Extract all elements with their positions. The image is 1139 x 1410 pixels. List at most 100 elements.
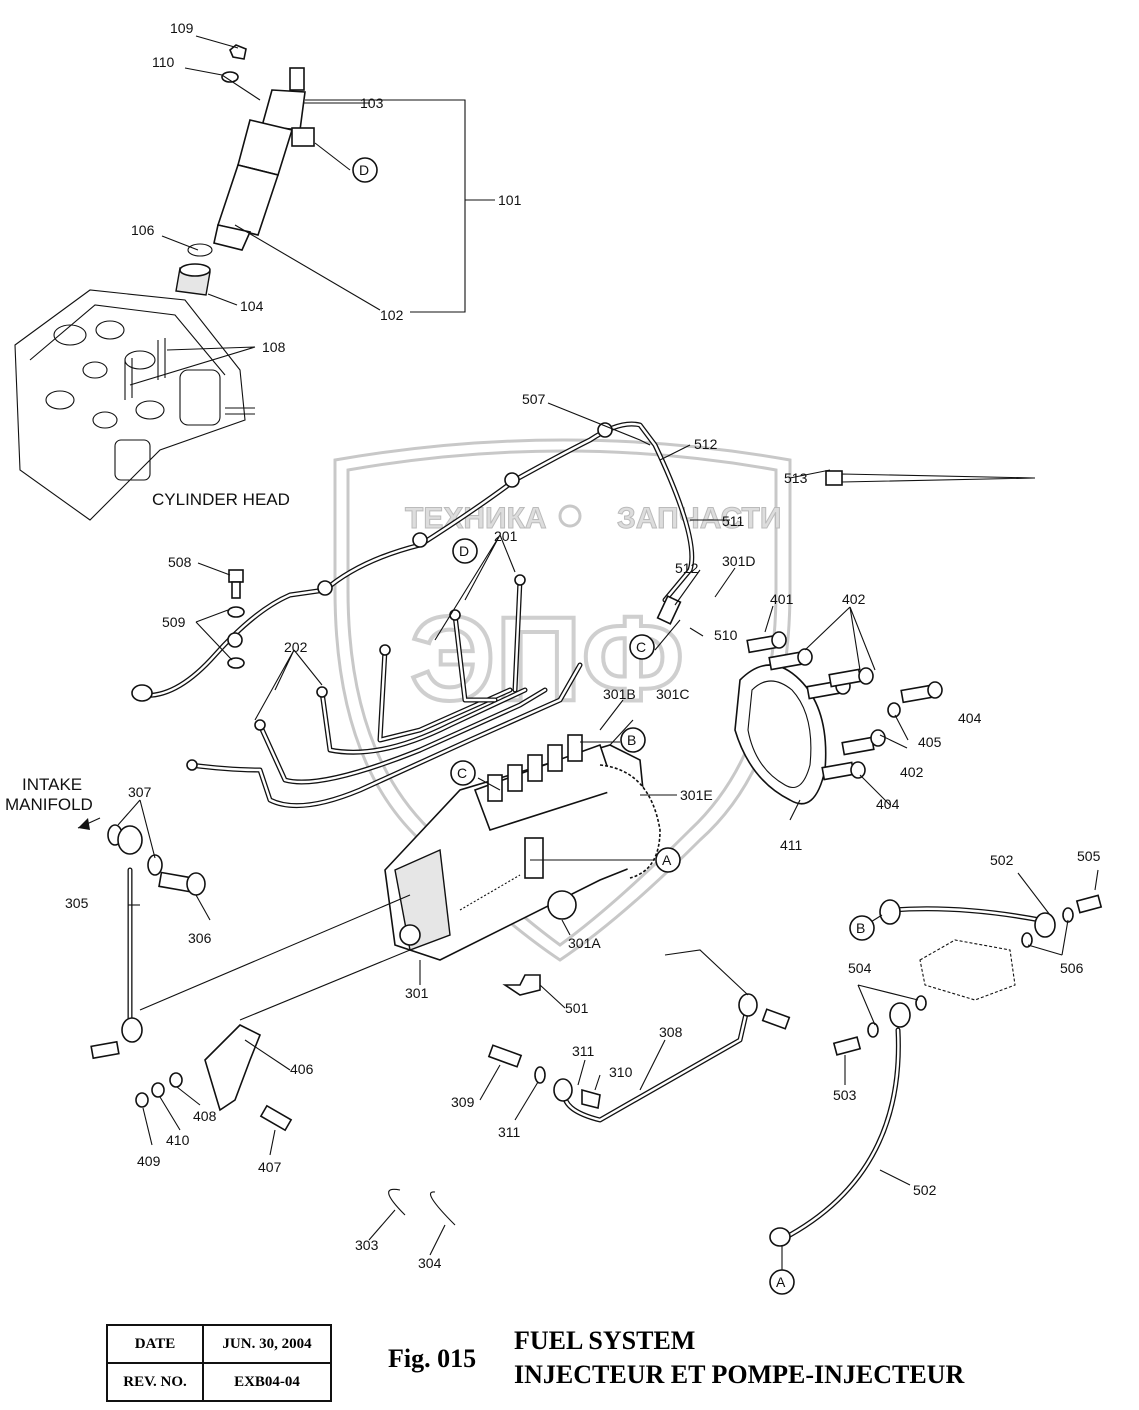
part-label: 104 bbox=[240, 298, 264, 314]
callout-label: C bbox=[457, 765, 467, 781]
part-label: 101 bbox=[498, 192, 522, 208]
part-label: 410 bbox=[166, 1132, 190, 1148]
part-label: 310 bbox=[609, 1064, 633, 1080]
part-label: 509 bbox=[162, 614, 186, 630]
callout-circles: D D C C B A B A bbox=[352, 157, 875, 1295]
part-label: 102 bbox=[380, 307, 404, 323]
rev-value: EXB04-04 bbox=[202, 1362, 332, 1402]
part-label: 409 bbox=[137, 1153, 161, 1169]
boost-line bbox=[77, 817, 206, 1060]
part-label: 510 bbox=[714, 627, 738, 643]
part-label: 109 bbox=[170, 20, 194, 36]
part-label: 502 bbox=[990, 852, 1014, 868]
title-block: DATE JUN. 30, 2004 REV. NO. EXB04-04 bbox=[106, 1324, 332, 1402]
gasket-and-bolts bbox=[734, 631, 943, 805]
part-label: 504 bbox=[848, 960, 872, 976]
leader-lines bbox=[117, 35, 1099, 1275]
part-label: 303 bbox=[355, 1237, 379, 1253]
part-label: 401 bbox=[770, 591, 794, 607]
date-label: DATE bbox=[106, 1324, 204, 1364]
callout-A-line bbox=[769, 1269, 795, 1295]
callout-label: D bbox=[359, 162, 369, 178]
part-label: 309 bbox=[451, 1094, 475, 1110]
return-line bbox=[487, 993, 791, 1123]
part-label: 411 bbox=[780, 837, 803, 853]
callout-B-line bbox=[849, 915, 875, 941]
part-label: 512 bbox=[694, 436, 718, 452]
part-label: 406 bbox=[290, 1061, 314, 1077]
figure-title-fr: INJECTEUR ET POMPE-INJECTEUR bbox=[514, 1360, 965, 1389]
part-label: 305 bbox=[65, 895, 89, 911]
part-label: 507 bbox=[522, 391, 546, 407]
banjo-bolt-508 bbox=[227, 569, 245, 669]
part-label: 103 bbox=[360, 95, 384, 111]
intake-label-line1: INTAKE bbox=[22, 775, 82, 794]
cylinder-head-label: CYLINDER HEAD bbox=[152, 490, 290, 509]
part-label: 405 bbox=[918, 734, 942, 750]
figure-number: Fig. 015 bbox=[388, 1344, 477, 1373]
part-label: 508 bbox=[168, 554, 192, 570]
part-label: 513 bbox=[784, 470, 808, 486]
injector-top bbox=[289, 67, 305, 91]
injection-pipes bbox=[186, 574, 583, 809]
callout-label: D bbox=[459, 543, 469, 559]
injection-pump bbox=[384, 734, 661, 996]
part-label: 503 bbox=[833, 1087, 857, 1103]
part-number-labels: 109 110 103 101 102 106 104 108 507 512 … bbox=[65, 20, 1101, 1271]
callout-label: A bbox=[776, 1274, 786, 1290]
callout-label: B bbox=[627, 732, 636, 748]
part-label: 308 bbox=[659, 1024, 683, 1040]
clips bbox=[388, 1188, 456, 1226]
part-label: 301A bbox=[568, 935, 601, 951]
callout-A-pump bbox=[655, 847, 681, 873]
gear-icon bbox=[558, 504, 582, 528]
callout-D-injector bbox=[352, 157, 378, 183]
cylinder-head bbox=[14, 289, 255, 521]
part-label: 408 bbox=[193, 1108, 217, 1124]
leak-off-pipe bbox=[131, 421, 695, 702]
part-label: 108 bbox=[262, 339, 286, 355]
part-label: 402 bbox=[900, 764, 924, 780]
exploded-parts-diagram: ТЕХНИКА ЗАПЧАСТИ ЭПФ bbox=[5, 20, 1103, 1295]
part-label: 301 bbox=[405, 985, 429, 1001]
part-label: 402 bbox=[842, 591, 866, 607]
part-label: 201 bbox=[494, 528, 518, 544]
part-label: 304 bbox=[418, 1255, 442, 1271]
part-label: 407 bbox=[258, 1159, 282, 1175]
figure-title-en: FUEL SYSTEM bbox=[514, 1326, 696, 1355]
callout-C-pump bbox=[450, 760, 476, 786]
callout-B-pump bbox=[620, 727, 646, 753]
cable-tie bbox=[825, 470, 1036, 486]
part-label: 202 bbox=[284, 639, 308, 655]
part-label: 511 bbox=[722, 513, 745, 529]
part-label: 311 bbox=[572, 1043, 595, 1059]
injector-assembly bbox=[175, 44, 315, 296]
part-label: 404 bbox=[876, 796, 900, 812]
intake-label-line2: MANIFOLD bbox=[5, 795, 93, 814]
part-label: 307 bbox=[128, 784, 152, 800]
watermark-text-right: ЗАПЧАСТИ bbox=[617, 502, 781, 535]
callout-D-pipes bbox=[452, 538, 478, 564]
part-label: 306 bbox=[188, 930, 212, 946]
part-label: 512 bbox=[675, 560, 699, 576]
part-label: 404 bbox=[958, 710, 982, 726]
part-label: 502 bbox=[913, 1182, 937, 1198]
part-label: 311 bbox=[498, 1124, 521, 1140]
part-label: 301B bbox=[603, 686, 636, 702]
callout-label: B bbox=[856, 920, 865, 936]
callout-label: A bbox=[662, 852, 672, 868]
part-label: 505 bbox=[1077, 848, 1101, 864]
part-label: 301E bbox=[680, 787, 713, 803]
callout-label: C bbox=[636, 639, 646, 655]
bracket bbox=[135, 1024, 293, 1132]
part-label: 106 bbox=[131, 222, 155, 238]
part-label: 301D bbox=[722, 553, 755, 569]
fuel-supply-line bbox=[769, 894, 1103, 1247]
date-value: JUN. 30, 2004 bbox=[202, 1324, 332, 1364]
watermark-logo: ТЕХНИКА ЗАПЧАСТИ ЭПФ bbox=[333, 438, 792, 962]
part-label: 301C bbox=[656, 686, 689, 702]
part-label: 506 bbox=[1060, 960, 1084, 976]
callout-C-fitting bbox=[629, 634, 655, 660]
part-label: 110 bbox=[152, 54, 175, 70]
rev-label: REV. NO. bbox=[106, 1362, 204, 1402]
